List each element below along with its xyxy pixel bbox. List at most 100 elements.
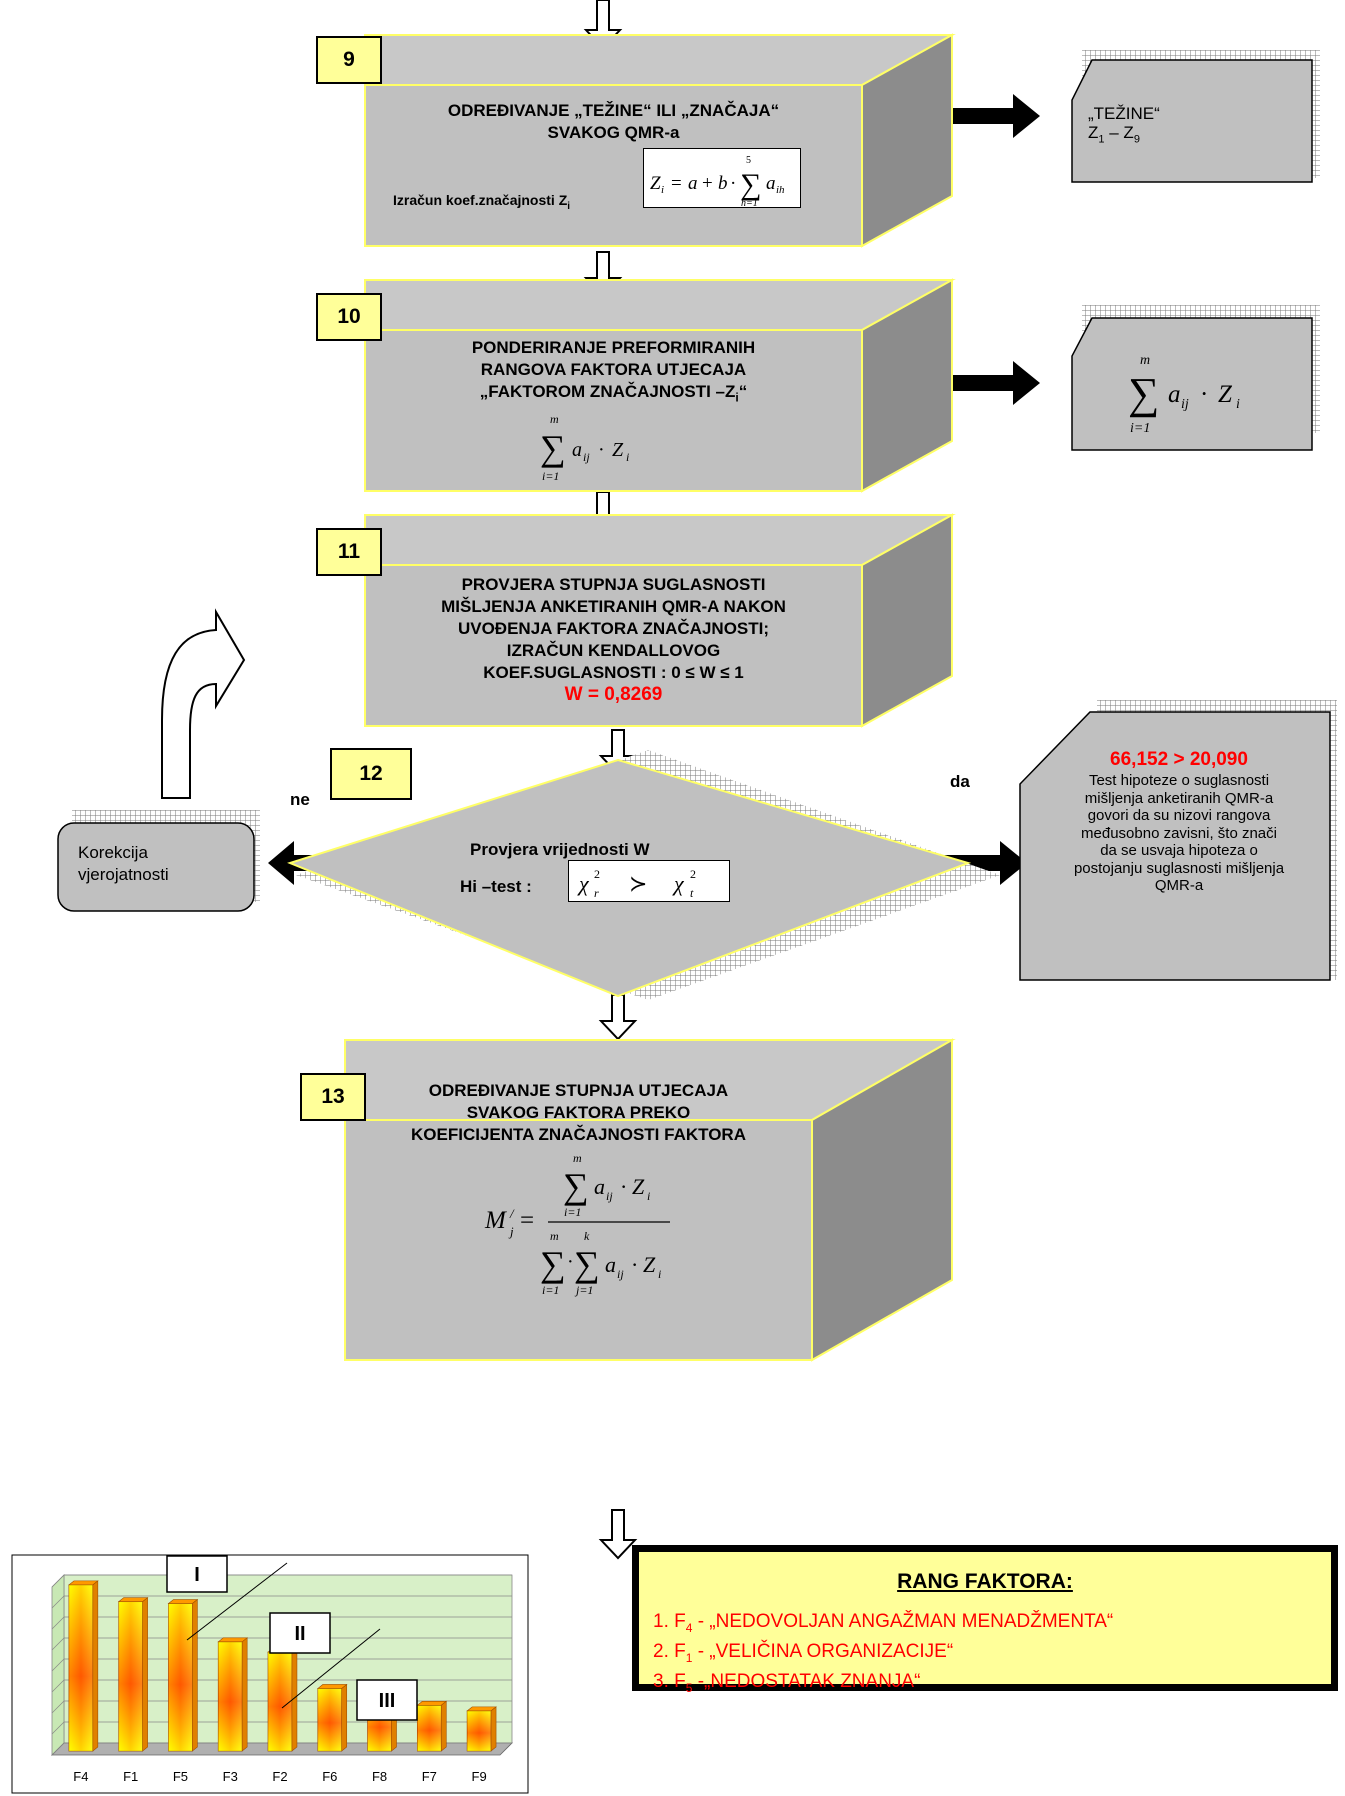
svg-text:·: · bbox=[1200, 381, 1208, 408]
down-arrow-icon bbox=[598, 1509, 638, 1560]
rang-faktora-box: RANG FAKTORA: 1. F4 - „NEDOVOLJAN ANGAŽM… bbox=[632, 1545, 1338, 1694]
svg-text:a: a bbox=[594, 1174, 605, 1199]
svg-text:t: t bbox=[690, 886, 694, 900]
step9-sublabel-text: Izračun koef.značajnosti Z bbox=[393, 192, 568, 208]
chart-bar-shade bbox=[317, 1688, 342, 1751]
svg-text:ij: ij bbox=[1181, 397, 1189, 412]
right-arrow-icon bbox=[940, 841, 1027, 885]
yes-card-text: 66,152 > 20,090 Test hipoteze o suglasno… bbox=[1040, 748, 1318, 895]
svg-text:∑: ∑ bbox=[540, 1244, 566, 1284]
yes-card-line: međusobno zavisni, što znači bbox=[1081, 824, 1277, 842]
svg-text:≻: ≻ bbox=[629, 871, 647, 896]
branch-no-label: ne bbox=[290, 790, 310, 809]
svg-text:Z: Z bbox=[643, 1252, 656, 1277]
svg-text:j: j bbox=[508, 1224, 514, 1239]
down-arrow-icon bbox=[598, 994, 638, 1041]
correction-line1: Korekcija bbox=[78, 843, 148, 862]
rang-item-sub: 1 bbox=[685, 1650, 693, 1665]
correction-card bbox=[57, 822, 255, 912]
svg-text:ih: ih bbox=[776, 184, 785, 196]
output-card-tezine bbox=[1071, 59, 1313, 183]
hi-test-label: Hi –test : bbox=[460, 877, 532, 896]
step13-title-line: KOEFICIJENTA ZNAČAJNOSTI FAKTORA bbox=[411, 1125, 746, 1144]
rang-item: 2. F1 - „VELIČINA ORGANIZACIJE“ bbox=[653, 1640, 1331, 1670]
chart-bar-side bbox=[341, 1683, 348, 1752]
chart-gridline bbox=[51, 1595, 65, 1609]
svg-text:m: m bbox=[550, 412, 559, 426]
svg-text:i=1: i=1 bbox=[542, 469, 559, 483]
svg-text:a: a bbox=[688, 173, 698, 194]
svg-text:r: r bbox=[594, 886, 599, 900]
chart-bar-side bbox=[192, 1598, 198, 1752]
svg-text:a: a bbox=[766, 173, 776, 194]
step11-title-line: IZRAČUN KENDALLOVOG bbox=[506, 641, 721, 660]
card-tezine-line2: Z1 – Z9 bbox=[1088, 123, 1140, 146]
chart-bar-shade bbox=[218, 1641, 243, 1751]
card-sum-formula: m ∑ i=1 a ij · Z i bbox=[1128, 353, 1240, 436]
svg-text:i: i bbox=[626, 450, 629, 464]
svg-text:∑: ∑ bbox=[1128, 369, 1159, 418]
svg-text:a: a bbox=[1168, 381, 1181, 408]
chart-group-divider bbox=[186, 1562, 288, 1641]
svg-text:2: 2 bbox=[690, 867, 696, 881]
svg-text:j=1: j=1 bbox=[574, 1283, 593, 1297]
step-number-10: 10 bbox=[316, 293, 382, 341]
hi-test-formula-box: χ 2 r ≻ χ 2 t bbox=[568, 860, 730, 902]
step-number-9: 9 bbox=[316, 36, 382, 84]
chart-gridline bbox=[51, 1721, 65, 1735]
svg-text:h=1: h=1 bbox=[741, 198, 758, 209]
chart-tick-label: F9 bbox=[472, 1769, 487, 1784]
process-box-13 bbox=[344, 1038, 956, 1362]
chart-group-label: II bbox=[294, 1623, 305, 1645]
svg-text:ij: ij bbox=[583, 450, 590, 464]
svg-text:ij: ij bbox=[606, 1189, 613, 1203]
chart-group-label: I bbox=[194, 1564, 200, 1586]
formula-zi: Z i = a + b · ∑ 5 h=1 a ih bbox=[650, 155, 785, 209]
svg-text:m: m bbox=[550, 1229, 559, 1243]
formula-zi-box: Z i = a + b · ∑ 5 h=1 a ih bbox=[643, 148, 801, 209]
svg-text:m: m bbox=[1140, 353, 1150, 368]
chart-tick-label: F1 bbox=[123, 1769, 138, 1784]
chart-gridline bbox=[51, 1742, 65, 1756]
step11-title-line: PROVJERA STUPNJA SUGLASNOSTI bbox=[461, 575, 766, 594]
svg-text:ij: ij bbox=[617, 1267, 624, 1281]
chart-bar-side bbox=[241, 1637, 248, 1752]
svg-text:·: · bbox=[620, 1174, 627, 1199]
step9-title-line: ODREĐIVANJE „TEŽINE“ ILI „ZNAČAJA“ bbox=[447, 101, 780, 120]
output-card-result bbox=[1019, 711, 1331, 981]
chart-tick-label: F5 bbox=[173, 1769, 188, 1784]
svg-text:=: = bbox=[520, 1207, 534, 1234]
step11-result: W = 0,8269 bbox=[564, 684, 663, 705]
step10-title-line: „FAKTOROM ZNAČAJNOSTI –Zi“ bbox=[479, 382, 748, 405]
svg-text:Z: Z bbox=[632, 1174, 645, 1199]
step11-title-line: KOEF.SUGLASNOSTI : 0 ≤ W ≤ 1 bbox=[483, 663, 744, 682]
step9-sublabel-sub: i bbox=[567, 200, 571, 212]
chart-group-divider bbox=[281, 1628, 381, 1709]
chart-gridline bbox=[51, 1658, 65, 1672]
yes-card-line: Test hipoteze o suglasnosti bbox=[1088, 772, 1270, 789]
svg-text:·: · bbox=[631, 1252, 638, 1277]
chart-group-label: III bbox=[379, 1690, 396, 1712]
yes-card-line: mišljenja anketiranih QMR-a bbox=[1084, 789, 1274, 807]
svg-text:Z: Z bbox=[612, 439, 624, 461]
svg-text:i: i bbox=[661, 184, 664, 196]
step10-title-line: PONDERIRANJE PREFORMIRANIH bbox=[471, 338, 756, 357]
rang-item-num: 2. F bbox=[653, 1640, 686, 1662]
step-number-13: 13 bbox=[300, 1073, 366, 1121]
yes-card-line: QMR-a bbox=[1154, 877, 1204, 894]
chart-gridline bbox=[51, 1700, 65, 1714]
svg-text:5: 5 bbox=[746, 155, 751, 166]
step10-title-sub: i bbox=[735, 390, 739, 405]
yes-card-line: postojanju suglasnosti mišljenja bbox=[1073, 859, 1285, 877]
svg-text:∑: ∑ bbox=[740, 168, 761, 201]
chart-bar-side bbox=[490, 1706, 497, 1752]
step9-sublabel: Izračun koef.značajnosti Zi bbox=[393, 192, 570, 212]
step9-title-line: SVAKOG QMR-a bbox=[547, 123, 680, 142]
svg-text:·: · bbox=[598, 439, 605, 461]
svg-text:i=1: i=1 bbox=[564, 1205, 581, 1219]
chart-tick-label: F8 bbox=[372, 1769, 387, 1784]
svg-text:b: b bbox=[718, 173, 728, 194]
svg-text:·: · bbox=[567, 1251, 574, 1273]
correction-text: Korekcija vjerojatnosti bbox=[78, 842, 169, 886]
